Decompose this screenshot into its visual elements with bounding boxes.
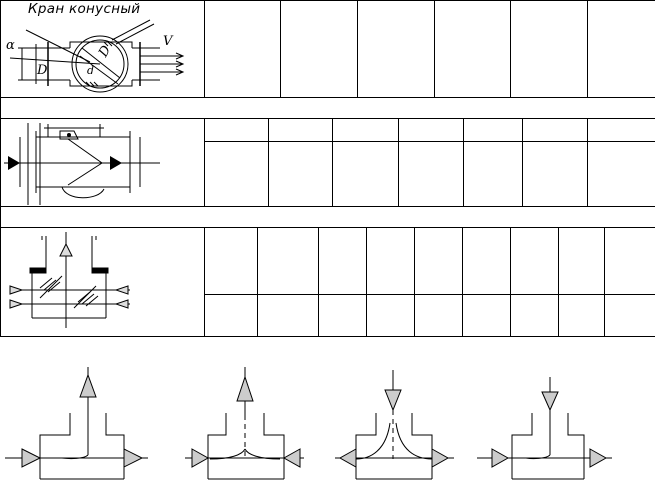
row2-col: [463, 118, 464, 207]
row1-col-border: [204, 0, 205, 98]
row1-title: Кран конусный: [28, 1, 141, 17]
row3-col: [510, 227, 511, 337]
tee-diagram-2: [185, 367, 304, 480]
conical-valve-drawing: [9, 19, 185, 93]
row2-col-border: [204, 118, 205, 207]
d-outer-label: D: [37, 63, 48, 78]
row2-col: [587, 118, 588, 207]
row2-header-border: [205, 141, 655, 142]
table-top-border: [0, 0, 655, 1]
row3-col: [366, 227, 367, 337]
row3-col: [318, 227, 319, 337]
row1-col: [280, 0, 281, 98]
row3-mid-border: [205, 294, 655, 295]
gate-valve-drawing: [4, 123, 160, 205]
row1-col: [357, 0, 358, 98]
row2-col: [332, 118, 333, 207]
row3-col: [558, 227, 559, 337]
row3-col: [257, 227, 258, 337]
alpha-label: α: [6, 38, 15, 53]
tee-diagram-4: [477, 377, 612, 480]
row1-col: [587, 0, 588, 98]
d-small-label: d: [87, 64, 95, 77]
tee-diagram-1: [5, 367, 148, 480]
row2-col: [398, 118, 399, 207]
row3-col: [414, 227, 415, 337]
table-left-border: [0, 0, 1, 337]
row3-top-border: [0, 227, 655, 228]
row2-top-border: [0, 118, 655, 119]
row2-col: [268, 118, 269, 207]
row1-col: [434, 0, 435, 98]
damper-drawing: [9, 232, 130, 328]
row3-col: [462, 227, 463, 337]
row3-col-border: [204, 227, 205, 337]
tee-diagram-3: [335, 370, 454, 480]
row2-col: [522, 118, 523, 207]
row3-col: [604, 227, 605, 337]
row1-col: [510, 0, 511, 98]
row1-bottom-border: [0, 97, 655, 98]
v-label: V: [163, 34, 173, 49]
row2-bottom-border: [0, 206, 655, 207]
table-bottom-border: [0, 336, 655, 337]
